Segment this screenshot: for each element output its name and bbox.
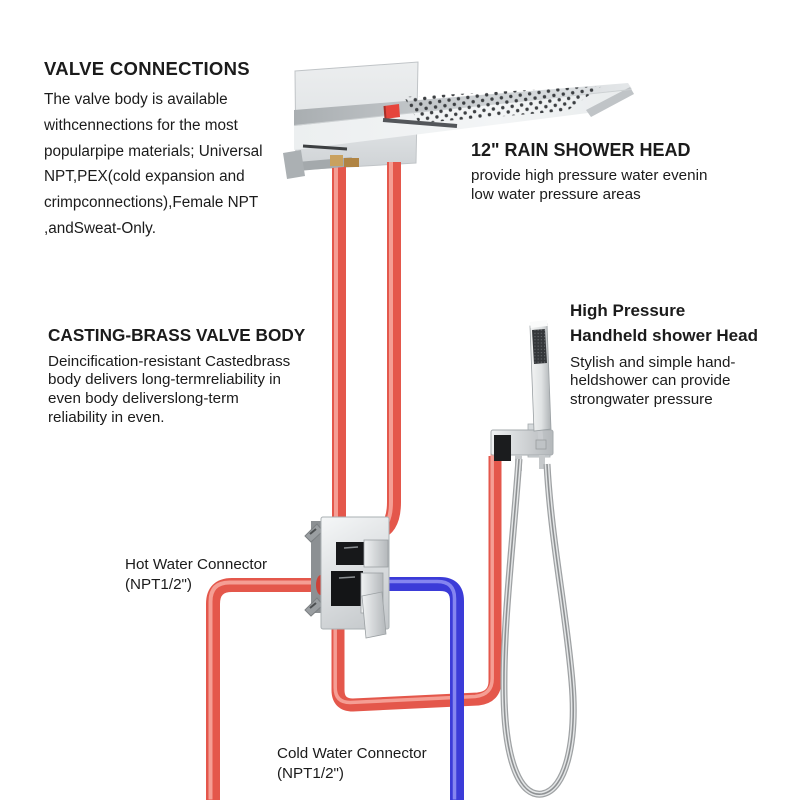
hose-outlet-right (539, 455, 545, 469)
hot-riser-pipes (332, 162, 401, 540)
rain-shower-head (293, 61, 634, 171)
rain-shower-head-title: 12" RAIN SHOWER HEAD (471, 140, 691, 160)
shower-hose (500, 458, 577, 798)
valve-connections-body: The valve body is available withcennecti… (44, 91, 263, 237)
wand-nut (535, 439, 547, 450)
valve-outlet-highlight (333, 453, 494, 705)
valve-body-body: Deincification-resistant Castedbrass bod… (48, 352, 291, 426)
rain-shower-head-block: 12" RAIN SHOWER HEAD provide high pressu… (471, 140, 707, 204)
handheld-feed-pipe (331, 453, 502, 712)
hot-water-connector-label: Hot Water Connector (NPT1/2") (125, 556, 268, 593)
hot-water-supply-pipe (206, 578, 321, 800)
waterfall-red-accent (384, 104, 400, 119)
hot-supply-pipe (206, 578, 321, 800)
upper-handle-front (336, 542, 366, 565)
valve-body (304, 516, 390, 639)
wand-spray-nozzles (532, 329, 547, 364)
cold-water-connector-label: Cold Water Connector (NPT1/2") (277, 745, 427, 782)
mounting-hardware (283, 150, 359, 179)
cold-water-pipe (381, 577, 464, 800)
shower-head-right-edge (586, 87, 634, 117)
bracket-connector (494, 435, 511, 461)
mount-tab-bottom-slot (309, 602, 317, 609)
valve-body-block: CASTING-BRASS VALVE BODY Deincification-… (48, 325, 305, 427)
cold-pipe-highlight (381, 579, 457, 800)
valve-body-title: CASTING-BRASS VALVE BODY (48, 325, 306, 345)
nozzle-dots (404, 86, 602, 123)
rain-shower-head-body: provide high pressure water evenin low w… (471, 167, 708, 203)
plate-slot (302, 144, 348, 151)
lower-handle-lever (361, 591, 387, 639)
brass-fitting-left (330, 155, 343, 166)
wand-top-cap (530, 320, 548, 328)
valve-connections-block: VALVE CONNECTIONS The valve body is avai… (44, 58, 263, 242)
upper-handle-detail (343, 546, 359, 549)
hose-seam (503, 458, 574, 795)
waterfall-slot (382, 118, 458, 128)
accent-shadow (383, 105, 387, 120)
brass-fitting-right (344, 158, 359, 167)
handheld-shower-block: High Pressure Handheld shower Head Styli… (570, 299, 758, 410)
handheld-shower-title: High Pressure Handheld shower Head (570, 301, 758, 345)
mount-bracket (283, 150, 305, 179)
lower-handle-front (331, 571, 363, 606)
lower-handle-detail (338, 576, 356, 579)
handheld-shower (490, 320, 554, 471)
hot-supply-highlight (208, 580, 319, 800)
mount-tab-top-slot (309, 528, 317, 535)
valve-connections-title: VALVE CONNECTIONS (44, 58, 250, 79)
handheld-shower-body: Stylish and simple hand- heldshower can … (570, 353, 736, 408)
upper-handle-side (363, 539, 389, 568)
